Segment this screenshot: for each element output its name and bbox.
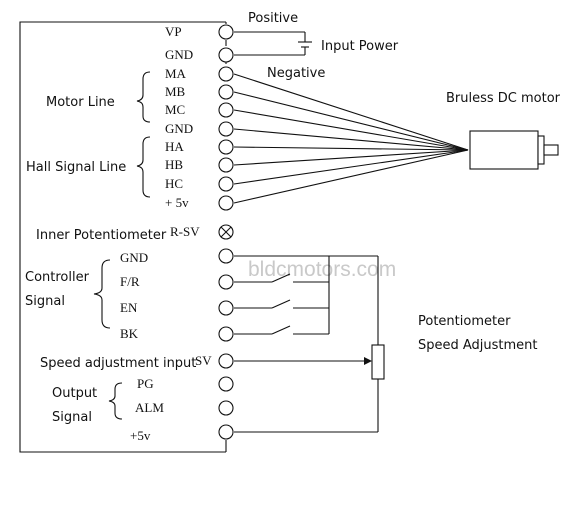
terminal-mb: [218, 84, 234, 100]
pin-hc: HC: [165, 176, 183, 191]
output-signal-label-2: Signal: [52, 410, 92, 425]
negative-label: Negative: [267, 66, 325, 81]
output-signal-brace: [108, 382, 123, 420]
input-power-label: Input Power: [321, 39, 399, 54]
pin-mc: MC: [165, 102, 185, 117]
terminal-ma: [218, 66, 234, 82]
terminal-vp: [218, 24, 234, 40]
hall-line-brace: [136, 136, 151, 198]
motor-line-brace: [136, 71, 151, 123]
inner-potentiometer-label: Inner Potentiometer: [36, 228, 167, 243]
speed-adjustment-label: Speed Adjustment: [418, 338, 538, 353]
power-input-wiring: [234, 31, 312, 56]
watermark: bldcmotors.com: [248, 258, 396, 281]
pin-bk: BK: [120, 326, 139, 341]
motor-cable: [233, 73, 469, 204]
terminal-gnd3: [218, 248, 234, 264]
pin-rsv: R-SV: [170, 224, 200, 239]
pin-labels: VP GND MA MB MC GND HA HB HC + 5v R-SV G…: [120, 24, 212, 443]
speed-adjustment-input-label: Speed adjustment input: [40, 356, 196, 371]
motor-line-label: Motor Line: [46, 95, 115, 110]
pin-ma: MA: [165, 66, 187, 81]
controller-signal-label-2: Signal: [25, 294, 65, 309]
pin-sv: SV: [195, 353, 212, 368]
potentiometer-label: Potentiometer: [418, 314, 511, 329]
pin-vp: VP: [165, 24, 182, 39]
terminal-rsv: [218, 224, 234, 240]
pin-fr: F/R: [120, 274, 140, 289]
positive-label: Positive: [248, 11, 298, 26]
motor-icon: [469, 130, 559, 170]
pin-hb: HB: [165, 157, 183, 172]
terminal-fr: [218, 274, 234, 290]
pin-mb: MB: [165, 84, 186, 99]
controller-signal-brace: [93, 259, 111, 329]
terminal-alm: [218, 400, 234, 416]
output-signal-label-1: Output: [52, 386, 97, 401]
controller-signal-label-1: Controller: [25, 270, 90, 285]
hall-signal-line-label: Hall Signal Line: [26, 160, 126, 175]
potentiometer-wiring: [234, 255, 385, 433]
pin-en: EN: [120, 300, 138, 315]
terminal-sv: [218, 353, 234, 369]
terminal-bk: [218, 326, 234, 342]
pin-ha: HA: [165, 139, 184, 154]
terminal-block: [218, 24, 234, 440]
terminal-gnd: [218, 47, 234, 63]
pin-gnd3: GND: [120, 250, 148, 265]
terminal-5v-out: [218, 424, 234, 440]
pin-alm: ALM: [135, 400, 164, 415]
terminal-ha: [218, 139, 234, 155]
controller-box: [19, 21, 227, 453]
terminal-en: [218, 300, 234, 316]
terminal-hc: [218, 176, 234, 192]
terminal-pg: [218, 376, 234, 392]
pin-5v-out: +5v: [130, 428, 151, 443]
pin-pg: PG: [137, 376, 154, 391]
motor-label: Bruless DC motor: [446, 91, 561, 106]
group-braces: [93, 71, 151, 420]
pin-5v: + 5v: [165, 195, 189, 210]
terminal-mc: [218, 102, 234, 118]
pin-gnd: GND: [165, 47, 193, 62]
terminal-hb: [218, 157, 234, 173]
terminal-5v: [218, 195, 234, 211]
pin-gnd2: GND: [165, 121, 193, 136]
terminal-gnd2: [218, 121, 234, 137]
